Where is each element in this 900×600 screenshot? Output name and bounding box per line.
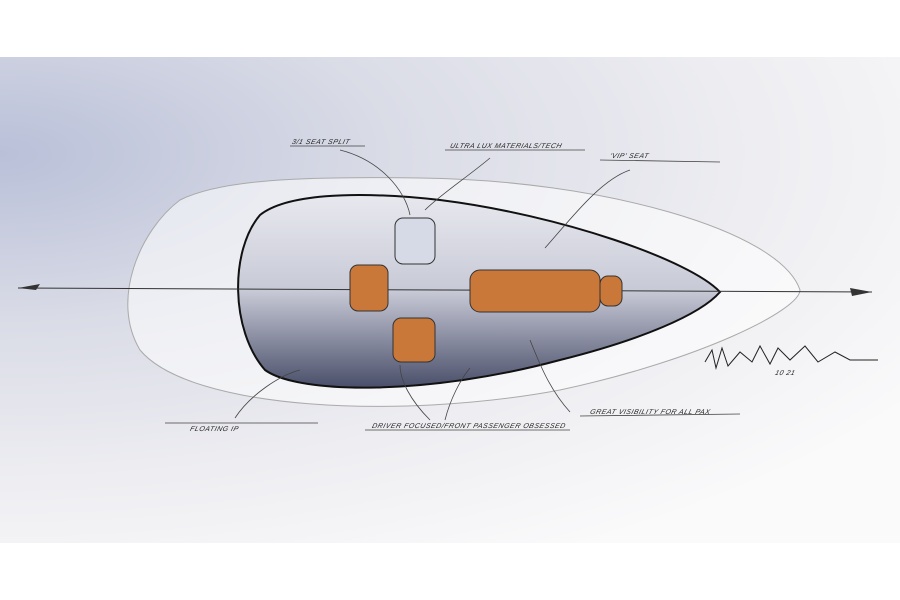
front-seat-top <box>394 217 436 265</box>
label-vip-seat: 'VIP' Seat <box>609 153 650 160</box>
label-visibility: Great Visibility for All Pax <box>589 409 712 416</box>
vip-seat <box>599 275 623 307</box>
label-floating-ip: Floating IP <box>189 426 240 433</box>
centerline-axis <box>17 287 873 293</box>
label-seat-split: 3/1 Seat Split <box>291 139 351 146</box>
seats <box>349 217 623 363</box>
center-seat <box>349 264 389 312</box>
signature-drawing <box>704 344 878 370</box>
arrow-right-icon <box>850 288 872 296</box>
label-driver-focused: Driver Focused/Front Passenger Obsessed <box>371 423 567 430</box>
rear-bench <box>469 269 601 313</box>
arrow-left-icon <box>18 284 40 290</box>
signature-date: 10 21 <box>774 370 796 377</box>
label-materials: Ultra Lux Materials/Tech <box>449 143 563 150</box>
leader-lines <box>165 145 741 431</box>
front-seat-bottom <box>392 317 436 363</box>
